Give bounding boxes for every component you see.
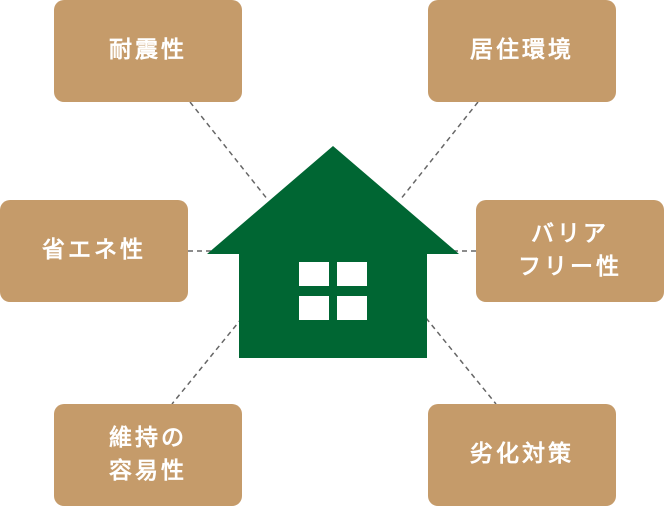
- connector-rekka: [425, 317, 497, 405]
- window-icon: [299, 262, 367, 320]
- connector-iji: [171, 317, 243, 405]
- connector-taishin: [189, 101, 269, 201]
- label-box-kyoju: 居住環境: [428, 0, 616, 102]
- house-icon: [207, 146, 459, 358]
- label-box-deterioration: 劣化対策: [428, 404, 616, 506]
- connector-kyoju: [399, 101, 479, 201]
- label-box-shoene: 省エネ性: [0, 200, 188, 302]
- house-shape: [207, 146, 459, 358]
- label-box-maintenance: 維持の 容易性: [54, 404, 242, 506]
- label-box-taishin: 耐震性: [54, 0, 242, 102]
- label-box-barrier-free: バリア フリー性: [476, 200, 664, 302]
